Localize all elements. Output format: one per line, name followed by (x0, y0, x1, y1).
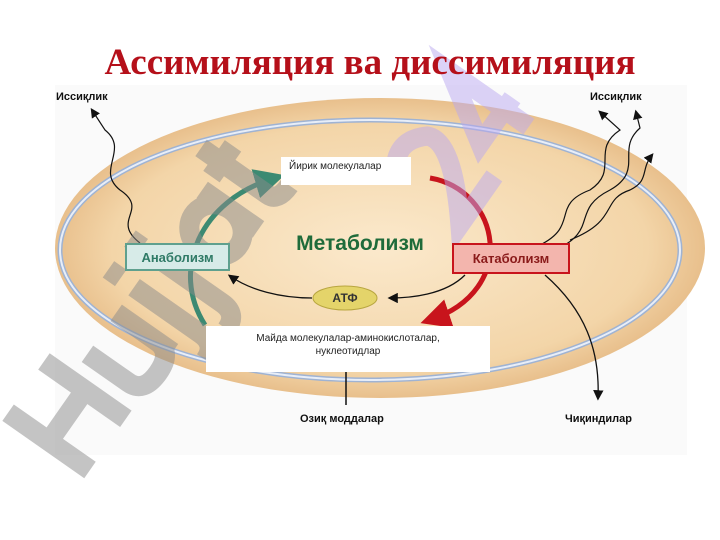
atp-label: АТФ (332, 291, 358, 305)
atp-in-arrow (387, 274, 466, 304)
metabolism-label: Метаболизм (296, 232, 424, 255)
heat-label-left: Иссиқлик (56, 91, 108, 103)
nutrients-label: Озиқ моддалар (300, 413, 384, 425)
page-title: Ассимиляция ва диссимиляция (104, 42, 636, 83)
heat-arrow-right-2 (554, 109, 643, 251)
heat-arrow-left (90, 107, 141, 244)
anabolism-box: Анаболизм (125, 243, 230, 271)
waste-arrow (544, 274, 604, 401)
atp-capsule (312, 285, 378, 311)
waste-label: Чиқиндилар (565, 413, 632, 425)
small-molecules-box: Майда молекулалар-аминокислоталар, нукле… (206, 326, 490, 372)
catabolism-box: Катаболизм (452, 243, 570, 274)
heat-arrow-right-3 (569, 153, 654, 241)
heat-label-right: Иссиқлик (590, 91, 642, 103)
large-molecules-box: Йирик молекулалар (281, 157, 411, 185)
heat-arrow-right-1 (539, 110, 621, 246)
